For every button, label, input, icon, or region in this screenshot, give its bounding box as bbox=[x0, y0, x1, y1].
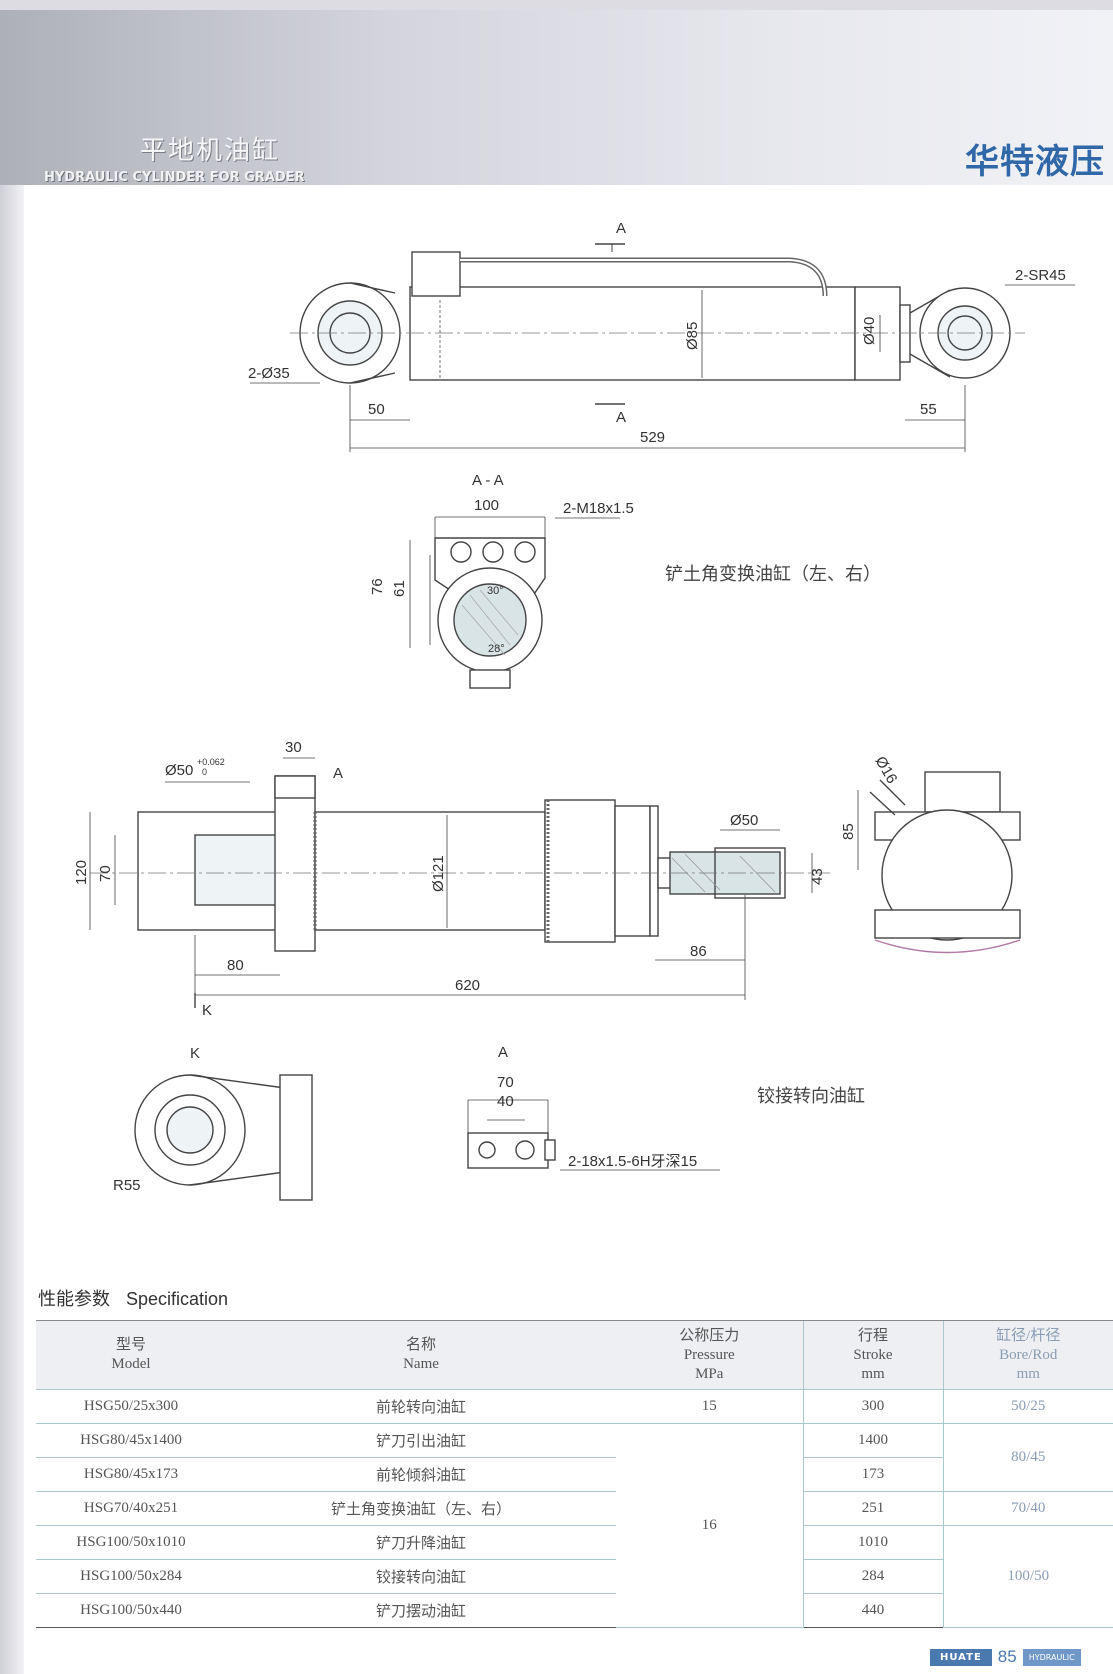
page-number: 85 bbox=[997, 1647, 1017, 1666]
dim-55: 55 bbox=[920, 401, 937, 418]
table-row: HSG100/50x1010 铲刀升降油缸 1010 100/50 bbox=[36, 1525, 1113, 1628]
dim-2-d35: 2-Ø35 bbox=[248, 365, 290, 382]
section-aa-title: A - A bbox=[472, 472, 504, 489]
cylinder-2-side-view bbox=[89, 757, 830, 1008]
dim-d121: Ø121 bbox=[430, 855, 447, 892]
note-steering-cylinder: 铰接转向油缸 bbox=[757, 1086, 865, 1107]
mark-a: A bbox=[333, 765, 343, 782]
dim-aa-76: 76 bbox=[369, 578, 386, 595]
dim-86: 86 bbox=[690, 943, 707, 960]
dim-85: 85 bbox=[840, 823, 857, 840]
table-row: HSG80/45x173 前轮倾斜油缸 173 bbox=[36, 1457, 1113, 1492]
cylinder-1-side-view bbox=[250, 243, 1075, 452]
table-row: HSG100/50x440 铲刀摆动油缸 440 bbox=[36, 1593, 1113, 1628]
dim-section-a-top: A bbox=[616, 220, 626, 237]
spec-heading-cn: 性能参数 bbox=[38, 1289, 110, 1310]
dim-tol-upper: +0.062 bbox=[197, 757, 225, 767]
cylinder-2-end-view bbox=[857, 771, 1021, 954]
dim-d50b: Ø50 bbox=[730, 812, 758, 829]
dim-80: 80 bbox=[227, 957, 244, 974]
top-bar bbox=[0, 0, 1113, 10]
note-angle-cylinder: 铲土角变换油缸（左、右） bbox=[665, 564, 881, 585]
dim-529: 529 bbox=[640, 429, 665, 446]
dim-aa-28deg: 28° bbox=[488, 643, 505, 655]
table-row: HSG100/50x284 铰接转向油缸 284 bbox=[36, 1559, 1113, 1594]
table-row: HSG70/40x251 铲土角变换油缸（左、右） 251 70/40 bbox=[36, 1491, 1113, 1526]
dim-120: 120 bbox=[73, 860, 90, 885]
footer-tag: HYDRAULIC bbox=[1022, 1648, 1081, 1666]
view-k bbox=[134, 1074, 313, 1201]
dim-d40: Ø40 bbox=[861, 317, 878, 345]
dim-d50-tol: Ø50 bbox=[165, 762, 193, 779]
page-header: 平地机油缸 HYDRAULIC CYLINDER FOR GRADER 华特液压 bbox=[0, 10, 1113, 185]
brand-name: 华特液压 bbox=[965, 142, 1105, 182]
table-row: HSG50/25x300 前轮转向油缸 15 300 50/25 bbox=[36, 1389, 1113, 1424]
dim-50: 50 bbox=[368, 401, 385, 418]
section-a-a bbox=[409, 516, 620, 689]
spec-heading-en: Specification bbox=[126, 1289, 229, 1309]
dim-43: 43 bbox=[809, 868, 826, 885]
footer-brand: HUATE bbox=[930, 1648, 992, 1666]
view-a bbox=[467, 1099, 720, 1171]
dim-70: 70 bbox=[97, 865, 114, 882]
dim-r55: R55 bbox=[113, 1177, 141, 1194]
dim-va-thread: 2-18x1.5-6H牙深15 bbox=[568, 1153, 697, 1170]
dim-30: 30 bbox=[285, 739, 302, 756]
dim-aa-61: 61 bbox=[391, 580, 408, 597]
page-left-edge bbox=[0, 185, 24, 1674]
dim-aa-100: 100 bbox=[474, 497, 499, 514]
dim-aa-30deg: 30° bbox=[487, 585, 504, 597]
dim-aa-thread: 2-M18x1.5 bbox=[563, 500, 634, 517]
view-a-title: A bbox=[498, 1044, 508, 1061]
dim-va-70: 70 bbox=[497, 1074, 514, 1091]
dim-d85: Ø85 bbox=[684, 322, 701, 350]
table-row: HSG80/45x1400 铲刀引出油缸 16 1400 80/45 bbox=[36, 1423, 1113, 1628]
dim-620: 620 bbox=[455, 977, 480, 994]
dim-section-a-bottom: A bbox=[616, 409, 626, 426]
header-title-cn: 平地机油缸 bbox=[140, 136, 281, 166]
view-k-title: K bbox=[190, 1045, 200, 1062]
dim-2-sr45: 2-SR45 bbox=[1015, 267, 1066, 284]
mark-k: K bbox=[202, 1002, 212, 1019]
spec-heading: 性能参数 Specification bbox=[38, 1285, 228, 1311]
dim-d16: Ø16 bbox=[872, 754, 901, 787]
dim-tol-lower: 0 bbox=[202, 767, 207, 777]
header-title-en: HYDRAULIC CYLINDER FOR GRADER bbox=[44, 170, 305, 185]
dim-va-40: 40 bbox=[497, 1093, 514, 1110]
page-footer: HUATE 85 HYDRAULIC bbox=[930, 1647, 1081, 1667]
